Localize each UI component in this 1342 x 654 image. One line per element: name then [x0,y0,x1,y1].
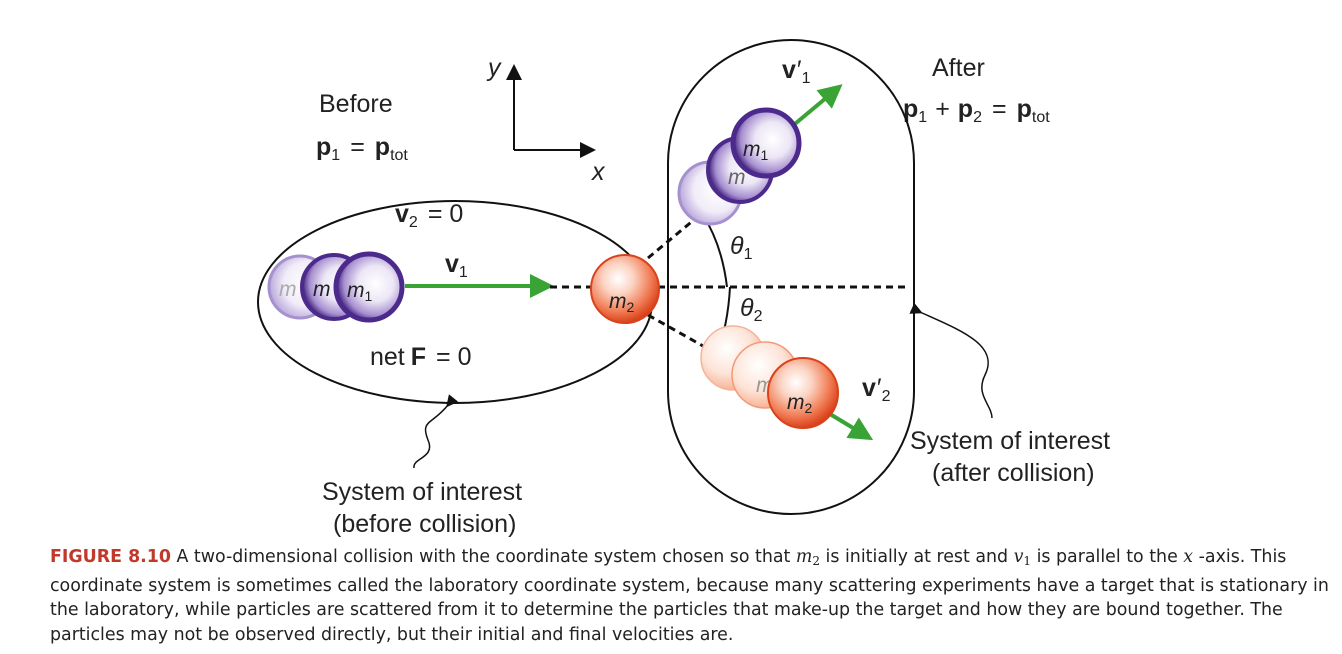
m1-ball-after: m1 [730,107,802,179]
v1-prime-label: v′1 [782,56,811,87]
m2-ball-after: m2 [767,357,839,429]
v2-prime-label: v′2 [862,374,891,405]
system-before-label-line1: System of interest [322,478,522,506]
svg-text:m2: m2 [787,391,813,416]
svg-text:m: m [728,166,746,189]
system-boundary-after [667,39,915,515]
after-title: After [932,54,985,82]
figure-number: FIGURE 8.10 [50,547,171,567]
m2-ball-before: m2 [590,254,660,324]
figure-caption: FIGURE 8.10 A two-dimensional collision … [50,547,1329,645]
v2-zero-label: v2= 0 [395,200,463,231]
theta1-label: θ1 [730,232,753,263]
system-after-label-line1: System of interest [910,427,1110,455]
theta1-arc [702,214,728,288]
system-after-label-line2: (after collision) [932,459,1095,487]
v2-prime-velocity-arrow [823,409,874,441]
after-pointer-squiggle [909,302,993,419]
x-axis-label: x [591,158,606,186]
y-axis-label: y [486,54,502,82]
svg-text:m: m [279,278,297,301]
svg-text:m1: m1 [743,138,769,163]
svg-text:m2: m2 [609,290,635,315]
v1-label: v1 [445,250,468,281]
coordinate-axes: y x [486,54,606,186]
before-pointer-squiggle [413,394,459,469]
v1-prime-velocity-arrow [788,84,843,130]
svg-text:m: m [313,278,331,301]
before-title: Before [319,90,393,118]
theta2-label: θ2 [740,294,763,325]
system-before-label-line2: (before collision) [333,510,516,538]
svg-text:m1: m1 [347,279,373,304]
after-momentum-equation: p1+p2=ptot [903,95,1050,126]
before-momentum-equation: p1=ptot [316,133,408,164]
after-panel: After p1+p2=ptot θ1 θ2 m m1 v′1 m m2 [667,39,1110,515]
m1-ball-before: m1 [333,251,405,323]
